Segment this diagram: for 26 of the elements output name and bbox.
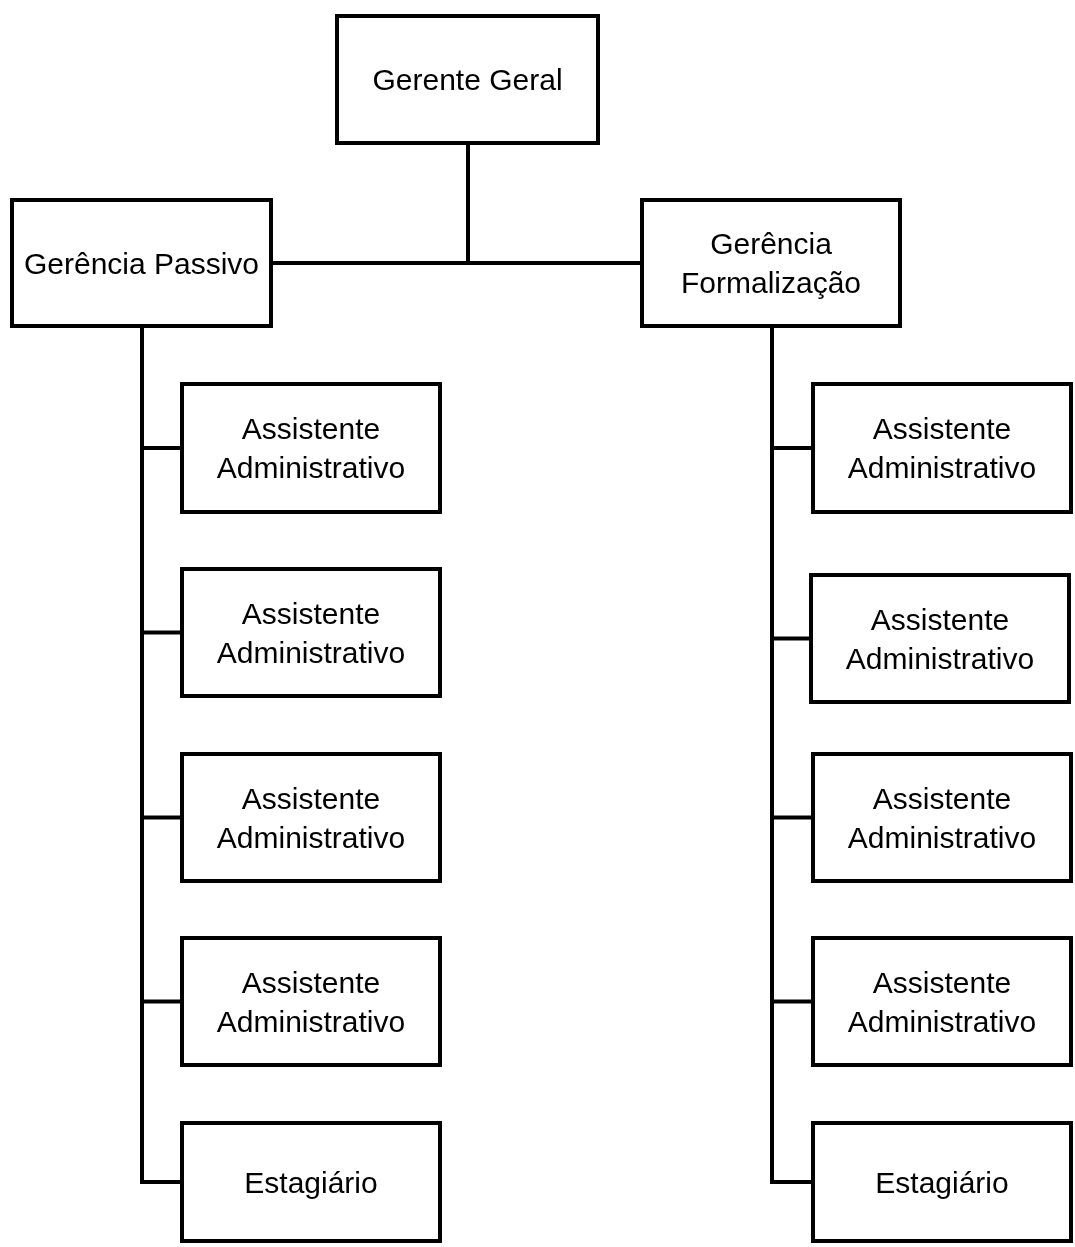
position-box (180, 1121, 442, 1243)
position-title: Gerência Passivo (23, 245, 260, 282)
position-title: Assistente Administrativo (215, 964, 407, 1040)
position-title: Assistente Administrativo (846, 964, 1038, 1040)
position-title: Estagiário (875, 1164, 1009, 1201)
position-title: Assistente Administrativo (846, 780, 1038, 856)
position-title: Assistente Administrativo (844, 601, 1036, 677)
position-box (180, 752, 442, 883)
position-box (811, 1121, 1073, 1243)
position-box (335, 14, 600, 145)
position-box (811, 752, 1073, 883)
position-title: Gerente Geral (372, 62, 563, 98)
position-box (640, 198, 902, 328)
position-box (811, 382, 1073, 514)
position-title: Assistente Administrativo (215, 411, 407, 486)
position-title: Assistente Administrativo (215, 780, 407, 856)
position-title: Estagiário (244, 1164, 378, 1201)
position-box (180, 567, 442, 698)
position-box (10, 198, 273, 328)
position-title: Assistente Administrativo (846, 411, 1038, 486)
position-box (180, 936, 442, 1067)
position-box (811, 936, 1073, 1067)
position-box (180, 382, 442, 514)
position-box (809, 573, 1071, 704)
position-title: Assistente Administrativo (215, 595, 407, 671)
position-title: Gerência Formalização (679, 226, 863, 301)
